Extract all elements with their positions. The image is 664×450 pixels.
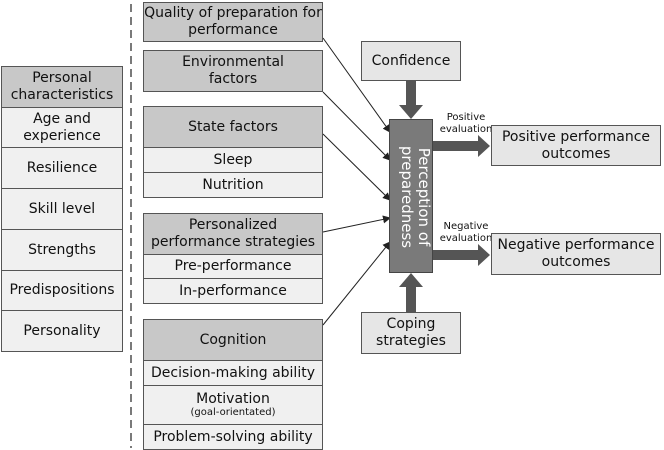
strategy-item-in-performance: In-performance bbox=[143, 278, 323, 304]
personal-item-personality: Personality bbox=[1, 310, 123, 352]
cognition-item-problem-solving: Problem-solving ability bbox=[143, 424, 323, 450]
arrow-strategies bbox=[322, 215, 391, 233]
arrow-confidence-down bbox=[399, 78, 423, 119]
cognition-item-decision-making: Decision-making ability bbox=[143, 360, 323, 386]
arrow-positive bbox=[433, 135, 490, 157]
personal-item-skill: Skill level bbox=[1, 188, 123, 230]
arrow-negative bbox=[433, 244, 490, 266]
personal-item-predispositions: Predispositions bbox=[1, 270, 123, 311]
arrow-cognition bbox=[322, 241, 391, 326]
state-item-sleep: Sleep bbox=[143, 147, 323, 173]
positive-evaluation-label: Positive evaluation bbox=[439, 112, 493, 135]
personal-item-strengths: Strengths bbox=[1, 229, 123, 271]
cognition-header: Cognition bbox=[143, 319, 323, 361]
arrow-quality bbox=[322, 37, 391, 133]
coping-strategies-box: Coping strategies bbox=[361, 312, 461, 354]
arrow-state bbox=[322, 133, 391, 201]
quality-of-preparation-box: Quality of preparation for performance bbox=[143, 2, 323, 42]
personal-characteristics-header: Personal characteristics bbox=[1, 66, 123, 108]
state-factors-header: State factors bbox=[143, 106, 323, 148]
arrow-coping-up bbox=[399, 273, 423, 312]
environmental-factors-box: Environmental factors bbox=[143, 50, 323, 92]
negative-evaluation-label: Negative evaluation bbox=[439, 221, 493, 244]
cognition-item-motivation: Motivation (goal-orientated) bbox=[143, 385, 323, 425]
positive-performance-outcomes-box: Positive performance outcomes bbox=[491, 125, 661, 166]
personal-item-age: Age and experience bbox=[1, 107, 123, 148]
confidence-box: Confidence bbox=[361, 41, 461, 81]
arrow-environmental bbox=[322, 91, 391, 161]
state-item-nutrition: Nutrition bbox=[143, 172, 323, 198]
perception-of-preparedness-box: Perception of preparedness bbox=[389, 119, 433, 273]
strategy-item-pre-performance: Pre-performance bbox=[143, 254, 323, 279]
negative-performance-outcomes-box: Negative performance outcomes bbox=[491, 233, 661, 275]
personalized-strategies-header: Personalized performance strategies bbox=[143, 213, 323, 255]
personal-item-resilience: Resilience bbox=[1, 147, 123, 189]
perception-label: Perception of preparedness bbox=[397, 145, 433, 249]
